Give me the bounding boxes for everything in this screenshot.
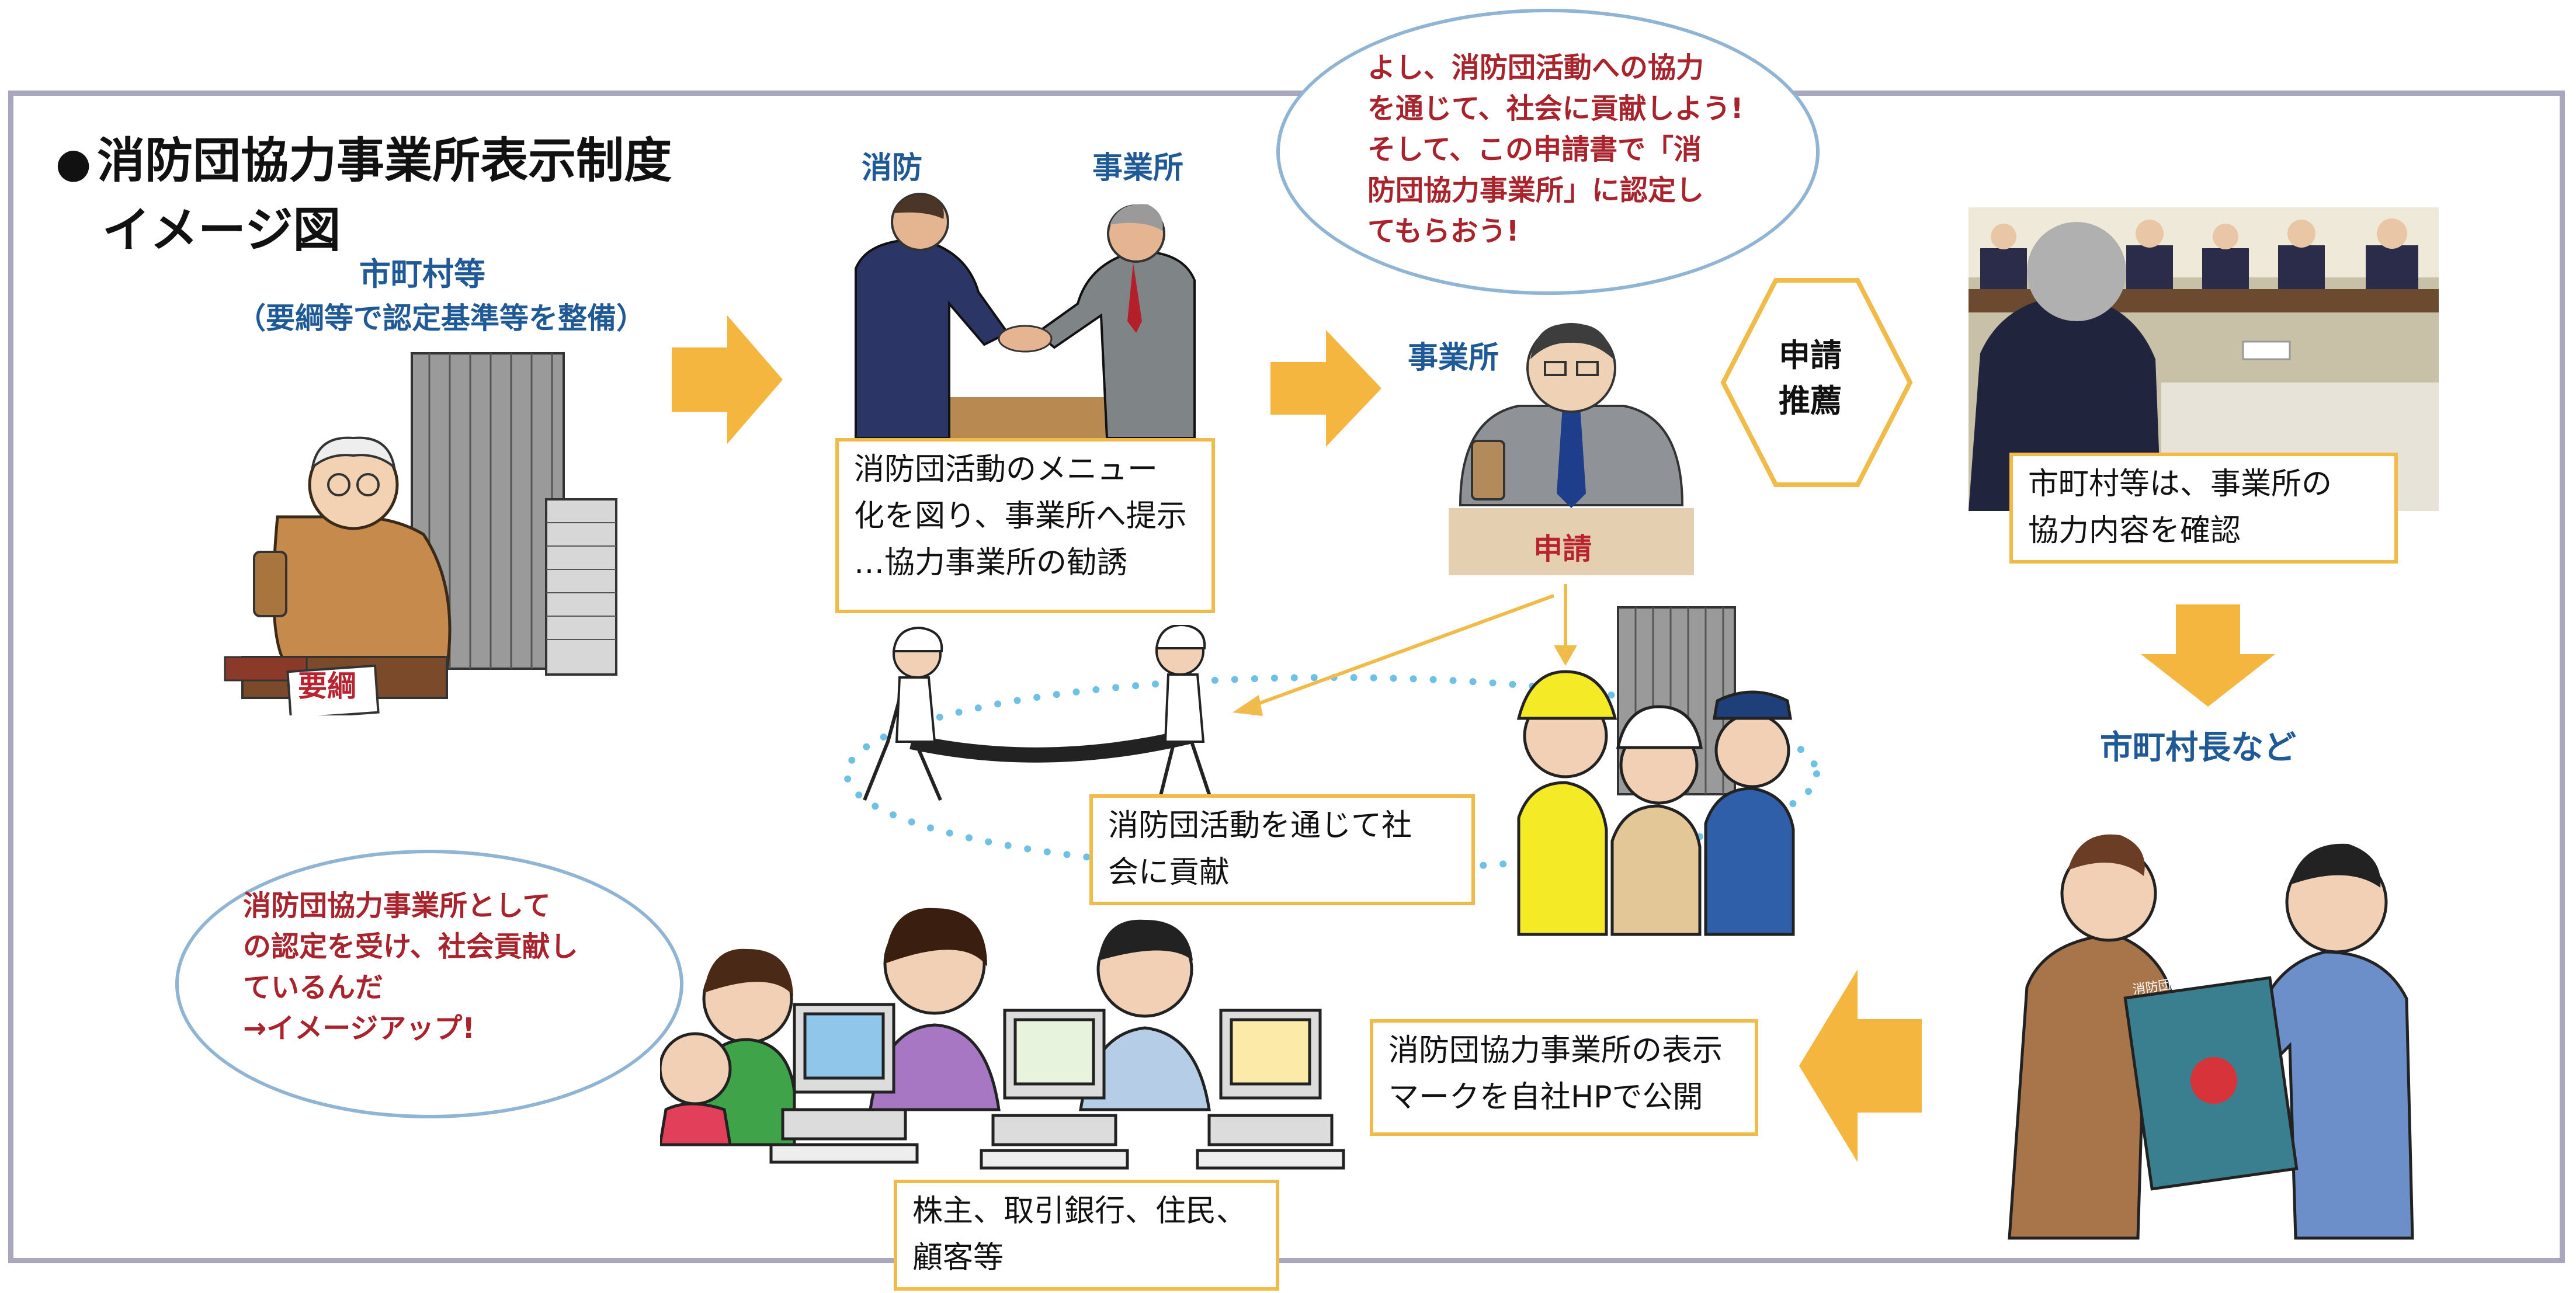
activity-box-line: 会に貢献 [1108,855,1230,890]
mayor-label: 市町村長など [2100,729,2296,767]
bubble-line: 防団協力事業所」に認定し [1367,174,1704,207]
municipality-heading: 市町村等 [359,256,485,293]
office-label: 事業所 [1408,340,1499,376]
municipal-official-illustration [202,342,622,715]
menu-box-line: …協力事業所の勧誘 [854,545,1128,581]
menu-box: 消防団活動のメニュー 化を図り、事業所へ提示 …協力事業所の勧誘 [835,438,1215,613]
office-person-illustration [1449,307,1694,575]
left-arrow-icon [1799,969,1922,1162]
stakeholders-illustration [660,899,1379,1191]
double-arrow-line-2: 推薦 [1779,383,1842,419]
bubble-line: ているんだ [243,971,384,1004]
right-arrow-icon [1270,330,1381,447]
bubble-line: 消防団協力事業所として [243,889,551,922]
publish-box: 消防団協力事業所の表示 マークを自社HPで公開 [1370,1019,1758,1136]
bullet-icon: ● [55,139,92,187]
double-arrow-label: 申請 推薦 [1779,333,1842,424]
stakeholders-box-line: 顧客等 [912,1240,1004,1275]
municipality-sub: （要綱等で認定基準等を整備） [237,301,645,335]
meeting-box-line: 市町村等は、事業所の [2028,467,2332,502]
application-label: 申請 [1533,532,1592,566]
stakeholders-box: 株主、取引銀行、住民、 顧客等 [894,1180,1279,1291]
certificate-handover-illustration [1986,777,2430,1244]
handshake-illustration [832,187,1218,438]
handshake-left-label: 消防 [862,151,923,186]
speech-bubble-top: よし、消防団活動への協力 を通じて、社会に貢献しよう! そして、この申請書で「消… [1276,9,1820,295]
menu-box-line: 消防団活動のメニュー [854,452,1158,487]
connector-arrows [1233,584,1577,716]
handshake-right-label: 事業所 [1092,151,1184,186]
publish-box-line: マークを自社HPで公開 [1388,1080,1703,1115]
activity-box: 消防団活動を通じて社 会に貢献 [1089,794,1475,905]
meeting-box-line: 協力内容を確認 [2028,513,2241,548]
publish-box-line: 消防団協力事業所の表示 [1388,1033,1723,1068]
double-arrow-icon [1720,278,1913,487]
down-arrow-icon [2141,604,2275,707]
double-arrow-line-1: 申請 [1779,337,1842,374]
meeting-box: 市町村等は、事業所の 協力内容を確認 [2009,453,2398,564]
page-title: ●消防団協力事業所表示制度 イメージ図 [55,127,672,265]
title-line-1: 消防団協力事業所表示制度 [97,133,672,189]
right-arrow-icon [672,315,783,444]
bubble-line: そして、この申請書で「消 [1367,133,1702,166]
stamp-label: 要綱 [298,669,356,703]
bubble-line: →イメージアップ! [243,1012,475,1045]
title-line-2: イメージ図 [102,203,341,258]
bubble-line: の認定を受け、社会貢献し [243,930,578,963]
activity-box-line: 消防団活動を通じて社 [1108,808,1412,843]
bubble-line: よし、消防団活動への協力 [1367,51,1704,84]
menu-box-line: 化を図り、事業所へ提示 [854,499,1187,534]
stretcher-illustration [841,625,1250,823]
diagram-frame [8,91,2565,1263]
stakeholders-box-line: 株主、取引銀行、住民、 [912,1194,1247,1229]
bubble-line: を通じて、社会に貢献しよう! [1367,92,1744,125]
bubble-line: てもらおう! [1367,215,1519,248]
firefighters-illustration [1484,584,1858,952]
speech-bubble-bottom: 消防団協力事業所として の認定を受け、社会貢献し ているんだ →イメージアップ! [175,850,683,1118]
